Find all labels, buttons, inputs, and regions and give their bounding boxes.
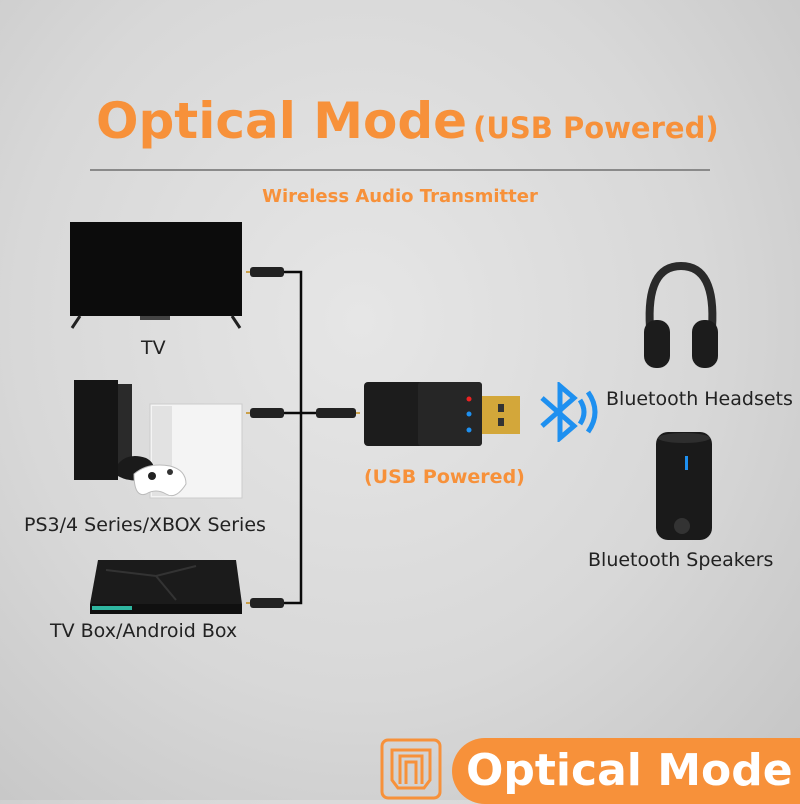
transmitter-label: (USB Powered) [364,466,525,488]
output-label-headsets: Bluetooth Headsets [606,388,793,410]
tv-box-icon [90,560,242,614]
optical-cables [246,267,360,608]
headphones-icon [644,261,718,368]
mode-badge: Optical Mode [452,738,800,804]
optical-port-icon [380,738,442,800]
subtitle: Wireless Audio Transmitter [262,186,538,207]
output-label-speakers: Bluetooth Speakers [588,549,774,571]
bluetooth-icon [540,382,598,442]
source-label-tv: TV [141,337,166,359]
tv-icon [70,222,242,329]
divider [90,169,710,171]
source-label-tv-box: TV Box/Android Box [50,620,238,642]
page-title: Optical Mode(USB Powered) [96,92,719,150]
game-console-icon [74,380,243,499]
transmitter-dongle-icon [364,382,520,446]
source-label-console: PS3/4 Series/XBOX Series [24,514,266,536]
speaker-icon [656,432,712,540]
